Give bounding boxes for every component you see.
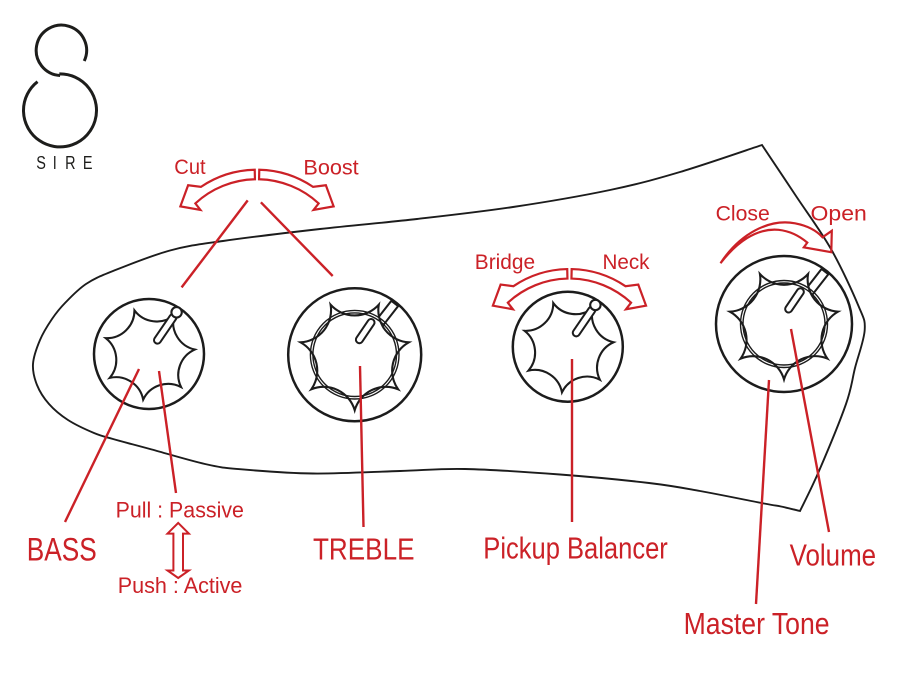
- svg-text:I: I: [53, 152, 57, 173]
- svg-text:Bridge: Bridge: [475, 250, 535, 274]
- svg-text:Neck: Neck: [603, 250, 650, 274]
- svg-text:Open: Open: [811, 201, 867, 225]
- svg-text:Boost: Boost: [303, 155, 358, 179]
- svg-text:E: E: [83, 152, 93, 173]
- svg-text:Pull : Passive: Pull : Passive: [116, 497, 244, 522]
- svg-text:R: R: [65, 152, 75, 173]
- svg-text:Pickup Balancer: Pickup Balancer: [483, 530, 668, 565]
- svg-text:Cut: Cut: [174, 155, 205, 179]
- svg-text:TREBLE: TREBLE: [313, 532, 415, 567]
- svg-text:Master Tone: Master Tone: [684, 606, 830, 641]
- svg-text:S: S: [36, 152, 46, 173]
- svg-text:Close: Close: [716, 201, 770, 225]
- svg-text:Push : Active: Push : Active: [118, 573, 243, 598]
- svg-text:BASS: BASS: [27, 531, 97, 567]
- svg-text:Volume: Volume: [790, 537, 877, 572]
